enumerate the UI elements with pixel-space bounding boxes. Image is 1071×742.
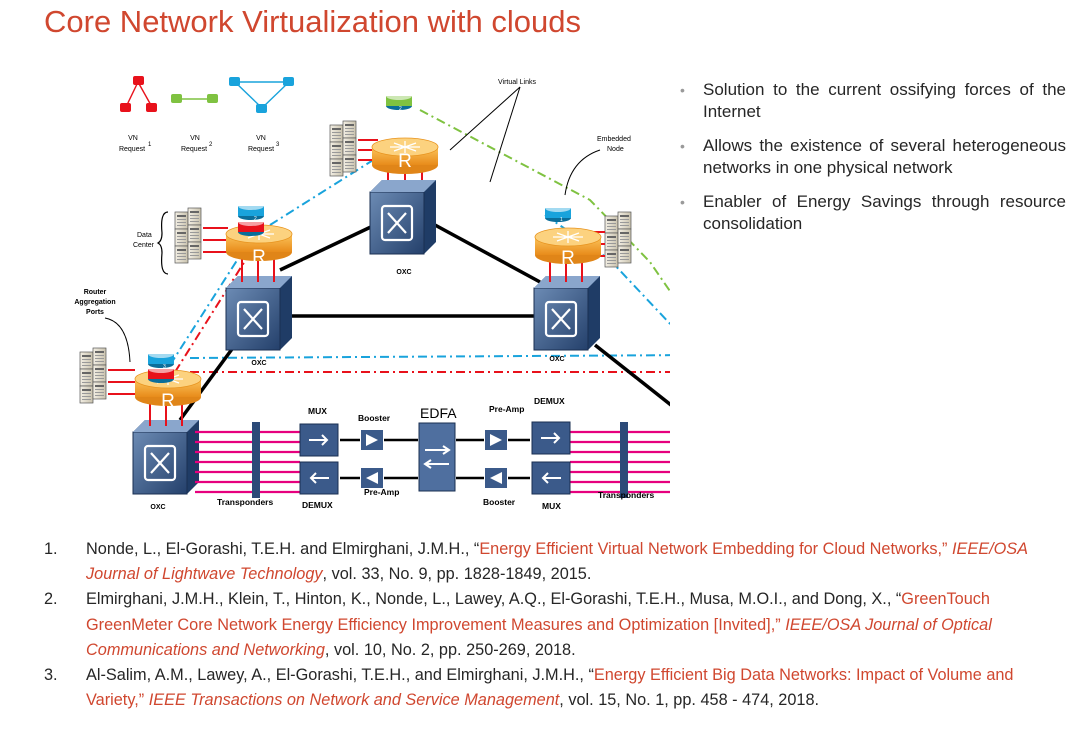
router-agg-label-b: Aggregation (74, 299, 115, 306)
reference-list: 1.Nonde, L., El-Gorashi, T.E.H. and Elmi… (44, 537, 1064, 713)
bullet-list: •Solution to the current ossifying force… (678, 79, 1066, 247)
bullet-item: •Enabler of Energy Savings through resou… (680, 192, 1066, 233)
transponders-left-label: Transponders (217, 497, 273, 507)
edfa-label: EDFA (420, 405, 457, 421)
oxc-right-label: OXC (549, 356, 564, 363)
vnode-bl-num: 3 (163, 364, 166, 370)
router-agg-label-a: Router (84, 289, 107, 296)
transponders-right-label: Transponders (598, 490, 654, 500)
bullet-item: •Allows the existence of several heterog… (680, 136, 1066, 177)
reference-title-link[interactable]: Energy Efficient Virtual Network Embeddi… (479, 540, 948, 558)
mux-top-label: MUX (308, 406, 327, 416)
demux-bottom-label: DEMUX (302, 500, 333, 510)
node-bottom-left: OXC R 3 (80, 348, 202, 511)
vn-request-1: VN Request 1 (119, 76, 157, 153)
vn1-label-a: VN (128, 135, 138, 142)
vn3-label-num: 3 (276, 142, 280, 148)
vn3-label-b: Request (248, 146, 274, 153)
vn2-label-num: 2 (209, 142, 213, 148)
vn-request-2: VN Request 2 (171, 94, 218, 153)
reference-title-link[interactable]: Energy Efficient Big Data Networks: Impa… (86, 666, 1014, 710)
mux-bottom-label: MUX (542, 501, 561, 511)
vn1-label-num: 1 (148, 142, 152, 148)
demux-top-label: DEMUX (534, 396, 565, 406)
reference-title-link[interactable]: GreenTouch GreenMeter Core Network Energ… (86, 590, 990, 634)
reference-item: 3.Al-Salim, A.M., Lawey, A., El-Gorashi,… (44, 666, 1014, 710)
bullet-icon: • (680, 138, 685, 154)
transport-link (195, 421, 670, 498)
router-right-label: R (561, 248, 575, 269)
network-diagram: VN Request 1 VN Request 2 VN Request 3 (74, 76, 670, 511)
embedded-node-label-a: Embedded (597, 136, 631, 143)
embedded-node-label-b: Node (607, 146, 624, 153)
router-agg-label-c: Ports (86, 309, 104, 316)
router-bl-label: R (161, 391, 175, 412)
node-top: OXC R 2 (330, 92, 439, 276)
preamp-top-label: Pre-Amp (489, 404, 524, 414)
reference-item: 1.Nonde, L., El-Gorashi, T.E.H. and Elmi… (44, 540, 1028, 584)
slide-title: Core Network Virtualization with clouds (44, 4, 581, 39)
vn2-label-a: VN (190, 135, 200, 142)
router-left-label: R (252, 247, 266, 268)
node-right: OXC R 1 (532, 204, 631, 363)
booster-top-label: Booster (358, 413, 391, 423)
router-top-label: R (398, 151, 412, 172)
bullet-icon: • (680, 82, 685, 98)
reference-item: 2.Elmirghani, J.M.H., Klein, T., Hinton,… (44, 590, 992, 659)
preamp-bottom-label: Pre-Amp (364, 487, 399, 497)
data-center-label-a: Data (137, 232, 152, 239)
virtual-links-label: Virtual Links (498, 79, 537, 86)
vn3-label-a: VN (256, 135, 266, 142)
booster-bottom-label: Booster (483, 497, 516, 507)
bullet-item: •Solution to the current ossifying force… (680, 80, 1066, 121)
data-center-label-b: Center (133, 242, 155, 249)
vn1-label-b: Request (119, 146, 145, 153)
vn2-label-b: Request (181, 146, 207, 153)
vnode-left-num: 2 (254, 216, 257, 222)
node-left: OXC R 2 (175, 202, 294, 367)
oxc-left-label: OXC (251, 360, 266, 367)
oxc-bl-label: OXC (150, 504, 165, 511)
vn-request-3: VN Request 3 (229, 77, 294, 153)
oxc-top-label: OXC (396, 269, 411, 276)
vnode-right-num: 1 (560, 217, 563, 223)
bullet-icon: • (680, 194, 685, 210)
vnode-green-2-num: 2 (399, 106, 402, 112)
